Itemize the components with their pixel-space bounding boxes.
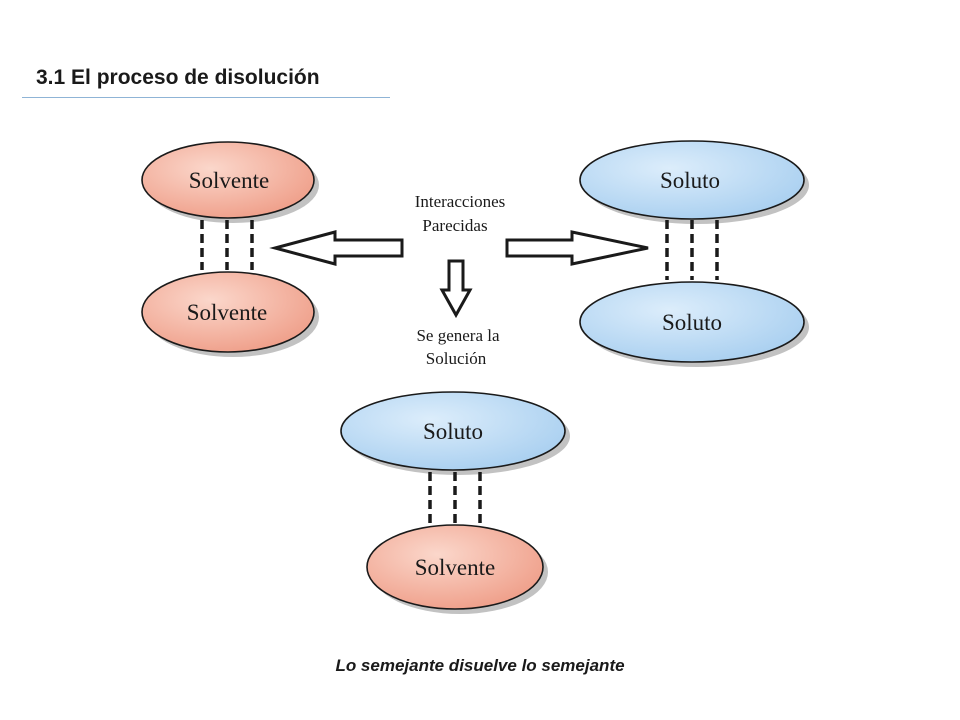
generates-solution-label: Se genera la Solución	[416, 326, 500, 368]
solution-interaction-lines	[428, 472, 482, 528]
solution-solvent-node: Solvente	[366, 524, 548, 614]
solvent-solvent-pair: Solvente Solvente	[141, 141, 319, 357]
solute-top-label: Soluto	[660, 168, 720, 193]
slide-title: 3.1 El proceso de disolución	[36, 66, 320, 89]
generates-label-line1: Se genera la	[416, 326, 500, 345]
solution-solute-label: Soluto	[423, 419, 483, 444]
left-arrow	[269, 230, 404, 266]
solvent-interaction-lines	[200, 220, 254, 270]
solute-bottom-label: Soluto	[662, 310, 722, 335]
solute-bottom-node: Soluto	[579, 281, 809, 367]
solvent-bottom-label: Solvente	[187, 300, 268, 325]
solution-solvent-label: Solvente	[415, 555, 496, 580]
interactions-label: Interacciones Parecidas	[415, 192, 506, 235]
solute-top-node: Soluto	[579, 140, 809, 224]
slide-caption: Lo semejante disuelve lo semejante	[335, 656, 625, 675]
solution-pair: Soluto Solvente	[340, 391, 570, 614]
interactions-label-line2: Parecidas	[422, 216, 487, 235]
generates-label-line2: Solución	[426, 349, 487, 368]
title-underline	[22, 97, 390, 98]
right-arrow	[505, 230, 649, 266]
solute-interaction-lines	[665, 220, 719, 280]
solvent-top-label: Solvente	[189, 168, 270, 193]
interactions-label-line1: Interacciones	[415, 192, 506, 211]
solution-solute-node: Soluto	[340, 391, 570, 475]
solvent-top-node: Solvente	[141, 141, 319, 223]
solute-solute-pair: Soluto Soluto	[579, 140, 809, 367]
solvent-bottom-node: Solvente	[141, 271, 319, 357]
down-arrow	[439, 259, 473, 319]
